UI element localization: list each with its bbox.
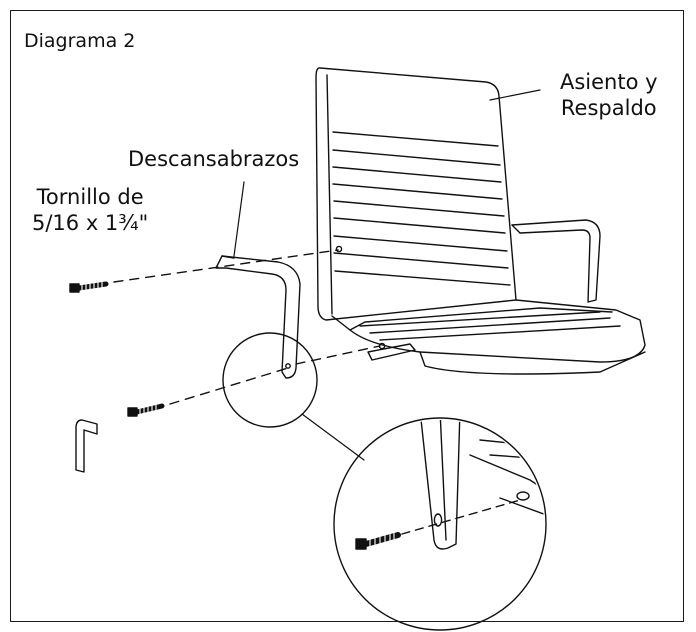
bolt-label: Tornillo de 5/16 x 1¾" (32, 185, 148, 236)
armrest-label: Descansabrazos (128, 147, 300, 171)
lower-bolt (127, 401, 165, 417)
lower-dashed-line-a (169, 367, 289, 405)
upper-dashed-line (113, 249, 339, 283)
lower-dashed-line-b (295, 345, 381, 365)
diagram-frame (10, 10, 684, 622)
bolt-label-line2: 5/16 x 1¾" (32, 210, 149, 235)
diagram-title: Diagrama 2 (24, 30, 136, 52)
detail-callout-circle (222, 332, 318, 428)
seat-label-line1: Asiento y (560, 70, 658, 94)
seat-label-line2: Respaldo (560, 95, 657, 120)
armrest-part (215, 255, 301, 379)
upper-bolt (69, 280, 109, 293)
bolt-label-line1: Tornillo de (36, 185, 144, 209)
chair-seat-and-back (315, 67, 646, 375)
allen-key (75, 419, 98, 473)
leader-lines (233, 89, 541, 257)
zoom-detail (333, 417, 547, 631)
callout-connector (301, 413, 365, 461)
seat-and-back-label: Asiento y Respaldo (560, 70, 658, 121)
